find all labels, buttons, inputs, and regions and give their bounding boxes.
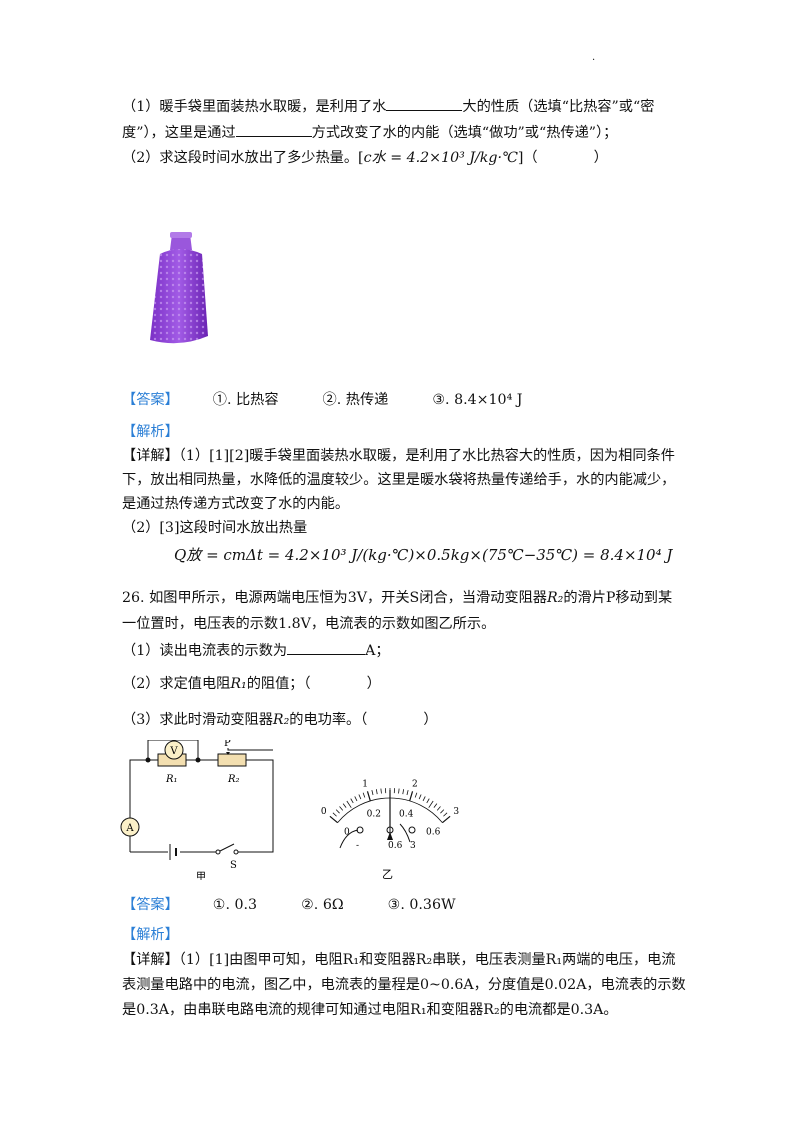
dial-tick xyxy=(406,790,409,796)
dial-scale-bottom-label: 0.6 xyxy=(426,827,441,837)
dial-scale-top-label: 0 xyxy=(321,807,327,817)
q25-detail-4: （2）[3]这段时间水放出热量 xyxy=(122,520,308,536)
blank-current[interactable] xyxy=(287,640,366,655)
dial-terminal xyxy=(408,826,416,834)
dial-tick xyxy=(371,790,374,796)
dial-tick xyxy=(342,803,347,808)
dial-tick xyxy=(442,815,451,824)
specific-heat-formula: c水 = 4.2×10³ J/kg·℃ xyxy=(363,150,518,166)
dial-scale-top-label: 2 xyxy=(412,780,418,790)
dial-tick xyxy=(350,798,354,804)
dial-tick xyxy=(339,806,344,811)
q25-line-2: 度”），这里是通过方式改变了水的内能（选填“做功”或“热传递”）； xyxy=(122,122,617,143)
q25-line-1: （1）暖手袋里面装热水取暖，是利用了水大的性质（选填“比热容”或“密 xyxy=(122,96,654,117)
dial-wire-left xyxy=(339,829,359,849)
dial-terminal-label: 3 xyxy=(410,841,416,851)
caption-jia: 甲 xyxy=(196,872,206,880)
dial-tick xyxy=(398,788,400,794)
q25-analysis-tag: 【解析】 xyxy=(122,424,179,440)
dial-tick xyxy=(332,812,337,817)
dial-tick xyxy=(335,809,340,814)
q25-line-3: （2）求这段时间水放出了多少热量。[c水 = 4.2×10³ J/kg·℃]（） xyxy=(122,150,608,166)
dial-tick xyxy=(414,792,418,798)
q26-line-1: 26. 如图甲所示，电源两端电压恒为3V，开关S闭合，当滑动变阻器R₂的滑片P移… xyxy=(122,590,673,606)
dial-scale-bottom-label: 0.4 xyxy=(399,809,414,819)
dial-scale-top-label: 3 xyxy=(453,807,459,817)
ammeter-label: A xyxy=(125,823,134,834)
dial-tick xyxy=(362,792,366,798)
dial-tick xyxy=(375,789,378,795)
voltmeter-icon xyxy=(164,740,184,760)
dial-tick xyxy=(380,788,382,794)
dial-tick xyxy=(428,800,434,808)
dial-terminal-label: - xyxy=(356,841,359,851)
q26-analysis-tag: 【解析】 xyxy=(122,927,179,943)
dial-tick xyxy=(422,796,426,802)
ammeter-dial: 0 1 2 3 0 0.2 0.4 0.6 - 0.6 3 乙 xyxy=(321,780,460,880)
dial-scale-bottom-label: 0.2 xyxy=(367,809,381,819)
dial-wire-right xyxy=(399,823,411,843)
q26-line-2: 一位置时，电压表的示数1.8V，电流表的示数如图乙所示。 xyxy=(122,616,496,632)
dial-scale-top-label: 1 xyxy=(362,780,368,790)
dial-tick xyxy=(346,800,352,808)
q26-line-4: （2）求定值电阻R₁的阻值；（） xyxy=(122,676,381,692)
blank-2[interactable] xyxy=(235,122,312,137)
q26-line-5: （3）求此时滑动变阻器R₂的电功率。（） xyxy=(122,712,438,728)
ammeter-icon xyxy=(120,817,140,837)
dial-tick xyxy=(402,789,405,795)
dial-tick xyxy=(418,794,422,800)
dial-tick xyxy=(443,812,448,817)
voltmeter-label: V xyxy=(169,746,178,757)
hot-water-bottle-image xyxy=(150,232,208,344)
blank-1[interactable] xyxy=(386,96,463,111)
dial-terminal-label: 0.6 xyxy=(388,841,403,851)
dial-tick xyxy=(440,809,445,814)
dial-tick xyxy=(426,798,430,804)
q26-detail-3: 是0.3A，由串联电路电流的规律可知通过电阻R₁和变阻器R₂的电流都是0.3A。 xyxy=(122,1002,618,1018)
dial-tick xyxy=(329,815,338,824)
slider-label: P xyxy=(224,740,231,749)
dial-tick xyxy=(436,806,441,811)
q25-heat-formula: Q放 = cmΔt = 4.2×10³ J/(kg·℃)×0.5kg×(75℃−… xyxy=(174,546,673,564)
page-mark: . xyxy=(592,52,596,63)
dial-tick xyxy=(354,796,358,802)
caption-yi: 乙 xyxy=(382,868,393,880)
q25-detail-1: 【详解】（1）[1][2]暖手袋里面装热水取暖，是利用了水比热容大的性质，因为相… xyxy=(122,448,675,464)
circuit-diagram: V A R₁ R₂ P S 甲 xyxy=(120,740,274,880)
q26-detail-1: 【详解】（1）[1]由图甲可知，电阻R₁和变阻器R₂串联，电压表测量R₁两端的电… xyxy=(122,952,676,968)
switch-label: S xyxy=(230,860,237,871)
dial-tick xyxy=(358,794,362,800)
r2-label: R₂ xyxy=(227,774,240,785)
q25-detail-2: 下，放出相同热量，水降低的温度较少。这里是暖水袋将热量传递给手，水的内能减少， xyxy=(122,472,676,488)
r1-label: R₁ xyxy=(165,774,178,785)
dial-tick xyxy=(366,791,371,802)
dial-tick xyxy=(433,803,438,808)
dial-scale-bottom-label: 0 xyxy=(344,827,350,837)
q25-detail-3: 是通过热传递方式改变了水的内能。 xyxy=(122,496,350,512)
dial-tick xyxy=(409,791,414,802)
resistor-r2 xyxy=(217,753,247,767)
q26-detail-2: 表测量电路中的电流，图乙中，电流表的量程是0~0.6A，分度值是0.02A，电流… xyxy=(122,977,686,993)
